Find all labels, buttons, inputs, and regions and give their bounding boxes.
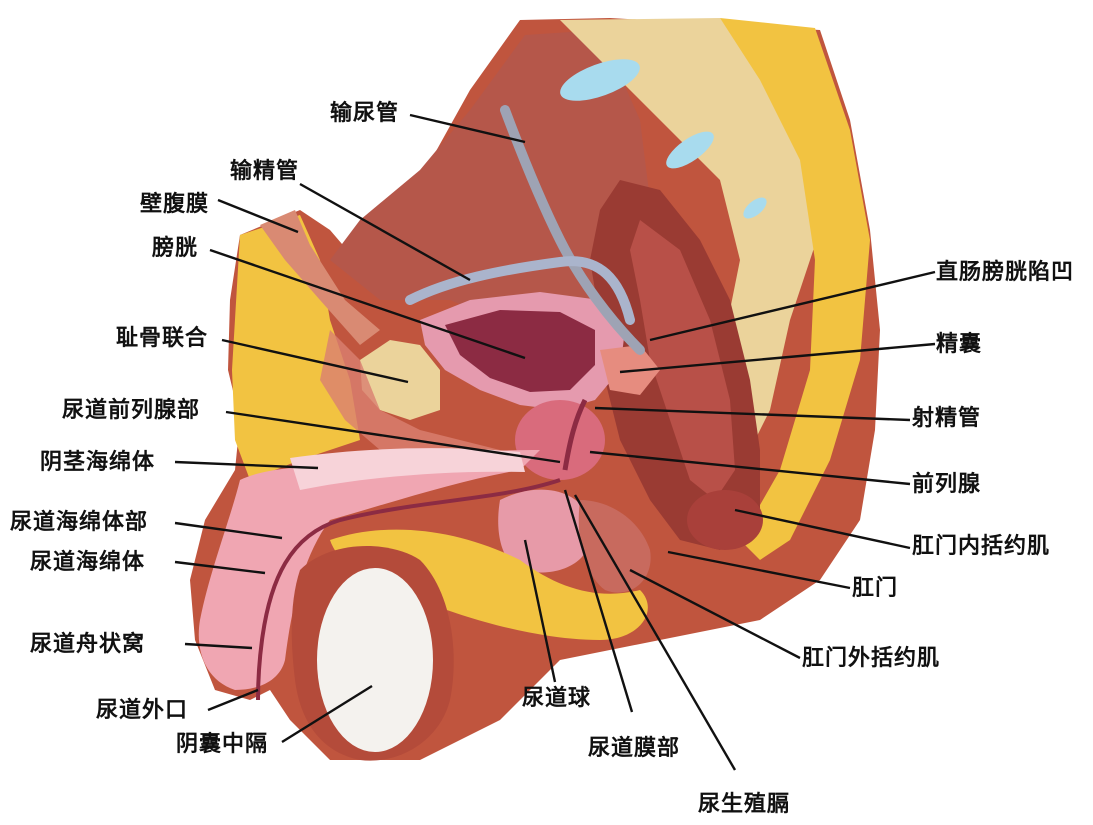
label-internal-anal-sphincter: 肛门内括约肌: [912, 536, 1050, 558]
leader-prostate: [590, 452, 910, 484]
leader-seminal-vesicle: [620, 344, 935, 372]
label-pubic-symphysis: 耻骨联合: [116, 328, 208, 350]
leader-scrotal-septum: [282, 686, 372, 742]
label-bladder: 膀胱: [152, 238, 198, 260]
label-corpus-spongiosum: 尿道海绵体: [30, 552, 145, 574]
label-navicular-fossa: 尿道舟状窝: [30, 634, 145, 656]
label-spongy-urethra: 尿道海绵体部: [10, 512, 148, 534]
leader-navicular-fossa: [185, 644, 252, 648]
label-prostatic-urethra: 尿道前列腺部: [62, 400, 200, 422]
label-urethral-bulb: 尿道球: [522, 688, 591, 710]
leader-parietal-peritoneum: [218, 200, 298, 232]
label-scrotal-septum: 阴囊中隔: [176, 734, 268, 756]
label-vas-deferens: 输精管: [230, 161, 299, 183]
label-corpus-cavernosum: 阴茎海绵体: [40, 452, 155, 474]
label-membranous-urethra: 尿道膜部: [588, 738, 680, 760]
leader-anus: [668, 552, 850, 588]
leader-corpus-spongiosum: [175, 562, 265, 573]
label-urogenital-diaphragm: 尿生殖膈: [698, 794, 790, 816]
leader-spongy-urethra: [175, 523, 282, 538]
leader-ureter: [410, 115, 525, 142]
leader-urogenital-diaphragm: [575, 495, 735, 770]
leader-rectovesical-pouch: [650, 272, 935, 340]
leader-corpus-cavernosum: [175, 462, 318, 468]
leader-urethral-bulb: [525, 540, 555, 682]
leader-vas-deferens: [300, 184, 470, 280]
label-rectovesical-pouch: 直肠膀胱陷凹: [936, 262, 1074, 284]
leader-bladder: [210, 250, 525, 358]
label-ureter: 输尿管: [330, 103, 399, 125]
leader-external-anal-sphincter: [630, 570, 800, 658]
leader-internal-anal-sphincter: [735, 510, 910, 548]
label-external-urethral-orifice: 尿道外口: [96, 700, 188, 722]
label-seminal-vesicle: 精囊: [936, 334, 982, 356]
leader-membranous-urethra: [565, 490, 632, 712]
leader-ejaculatory-duct: [595, 408, 910, 420]
leader-external-orifice: [208, 690, 258, 710]
label-anus: 肛门: [852, 578, 898, 600]
label-prostate: 前列腺: [912, 474, 981, 496]
leader-prostatic-urethra: [226, 412, 560, 462]
label-ejaculatory-duct: 射精管: [912, 408, 981, 430]
label-parietal-peritoneum: 壁腹膜: [140, 194, 209, 216]
label-external-anal-sphincter: 肛门外括约肌: [802, 648, 940, 670]
leader-pubic-symphysis: [222, 340, 408, 382]
